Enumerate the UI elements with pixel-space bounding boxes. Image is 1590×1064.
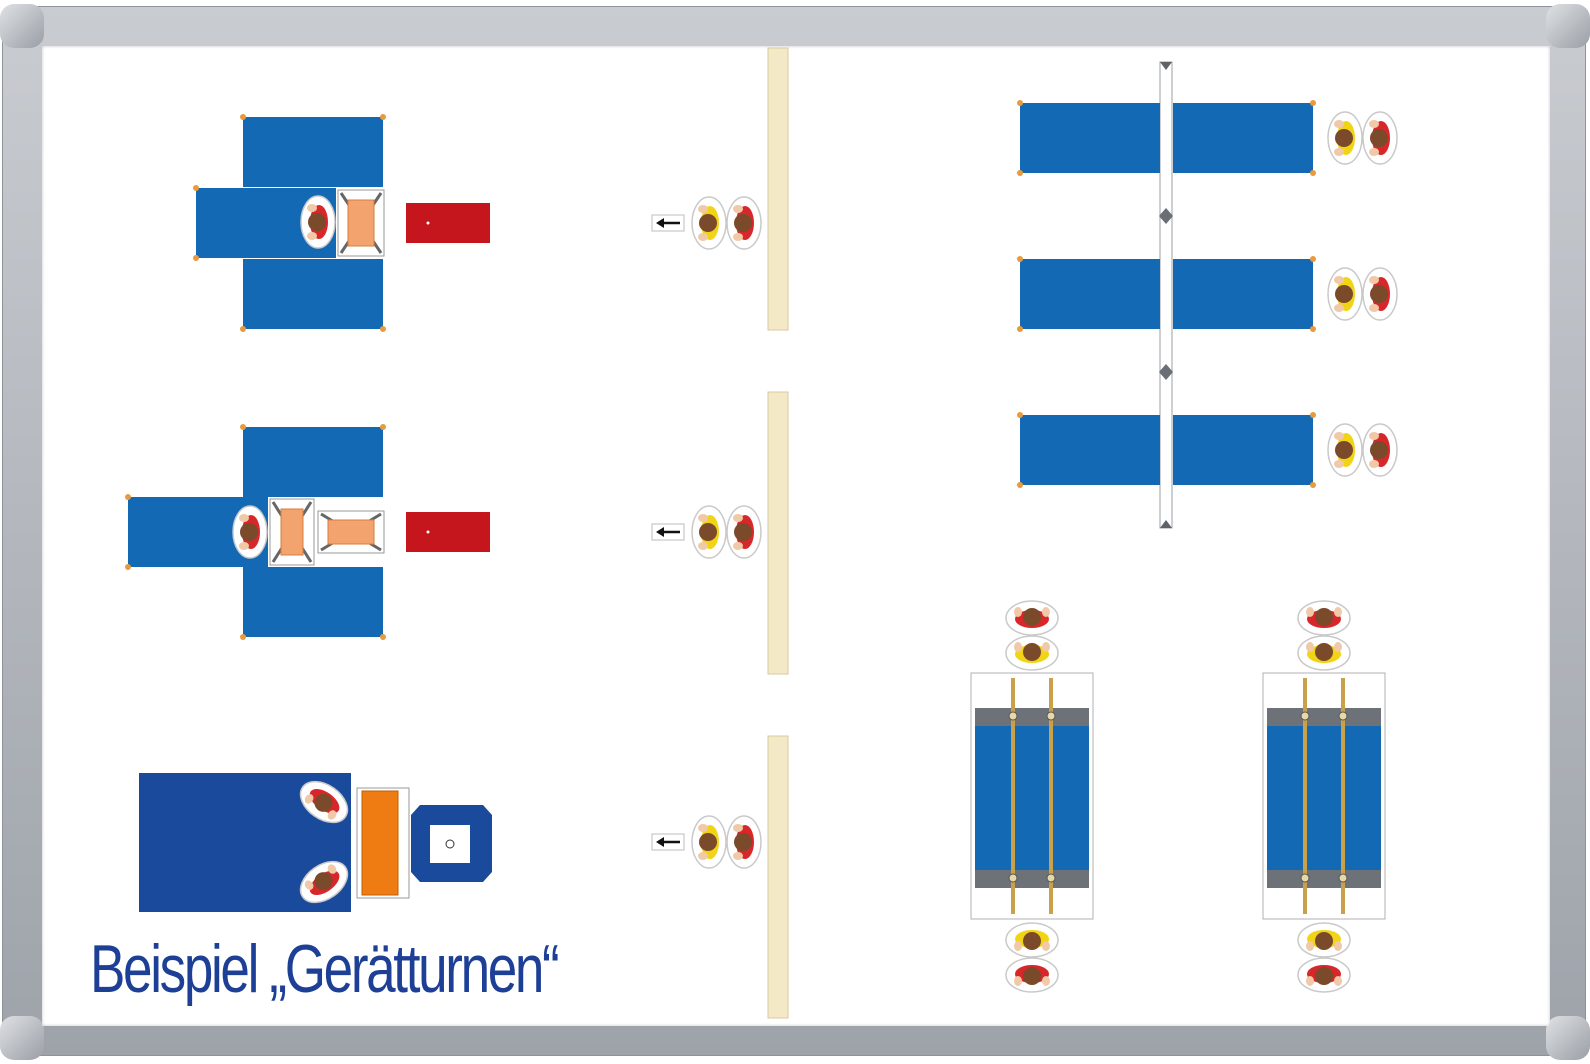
bar-station (1017, 61, 1398, 529)
gymnast-icon (691, 815, 727, 869)
gymnast-icon (726, 505, 762, 559)
gymnast-icon (232, 505, 268, 559)
bench (767, 735, 789, 1019)
frame-corner-top-right (1546, 4, 1590, 48)
gymnast-icon (1297, 957, 1351, 993)
springboard-icon (406, 512, 490, 552)
gymnast-icon (1327, 423, 1363, 477)
arrow-left-icon (650, 213, 686, 233)
mat (243, 259, 383, 329)
gymnast-icon (1362, 267, 1398, 321)
arrow-left-icon (650, 832, 686, 852)
arrow-left-icon (650, 522, 686, 542)
mat (1020, 415, 1160, 485)
springboard-icon (406, 203, 490, 243)
gymnast-icon (1297, 635, 1351, 671)
mat (243, 567, 383, 637)
gymnast-icon (1327, 111, 1363, 165)
gymnast-icon (1005, 922, 1059, 958)
parallel-bars-station-2 (1262, 600, 1386, 993)
gymnast-icon (1362, 111, 1398, 165)
frame-corner-top-left (0, 4, 44, 48)
frame-corner-bottom-left (0, 1016, 44, 1060)
trampoline-icon (411, 805, 492, 882)
vaulting-box-icon (337, 189, 385, 257)
gymnast-icon (691, 196, 727, 250)
mat (243, 427, 383, 497)
mat (1173, 259, 1313, 329)
gymnast-icon (726, 815, 762, 869)
bench-group-1 (650, 47, 789, 331)
mat (1267, 726, 1381, 870)
gymnast-icon (1005, 957, 1059, 993)
mat (1020, 103, 1160, 173)
vaulting-box-icon (317, 510, 385, 554)
gymnast-icon (300, 195, 336, 249)
gymnast-icon (1327, 267, 1363, 321)
station-1 (193, 114, 490, 332)
mat (975, 726, 1089, 870)
gymnast-icon (691, 505, 727, 559)
station-3 (139, 772, 492, 912)
mat (1173, 415, 1313, 485)
vaulting-box-icon (356, 787, 410, 899)
bar-pole (1159, 61, 1173, 529)
frame-corner-bottom-right (1546, 1016, 1590, 1060)
bench (767, 391, 789, 675)
gymnast-icon (1005, 635, 1059, 671)
gymnast-icon (1297, 600, 1351, 636)
mat (1173, 103, 1313, 173)
gymnast-icon (1297, 922, 1351, 958)
vaulting-box-icon (269, 498, 315, 566)
parallel-bars-station-1 (970, 600, 1094, 993)
mat (1020, 259, 1160, 329)
mat (243, 117, 383, 187)
bench-group-3 (650, 735, 789, 1019)
bench-group-2 (650, 391, 789, 675)
bench (767, 47, 789, 331)
diagram-caption: Beispiel „Gerätturnen“ (90, 931, 560, 1007)
gymnast-icon (726, 196, 762, 250)
station-2 (125, 424, 490, 640)
gymnast-icon (1362, 423, 1398, 477)
gymnast-icon (1005, 600, 1059, 636)
